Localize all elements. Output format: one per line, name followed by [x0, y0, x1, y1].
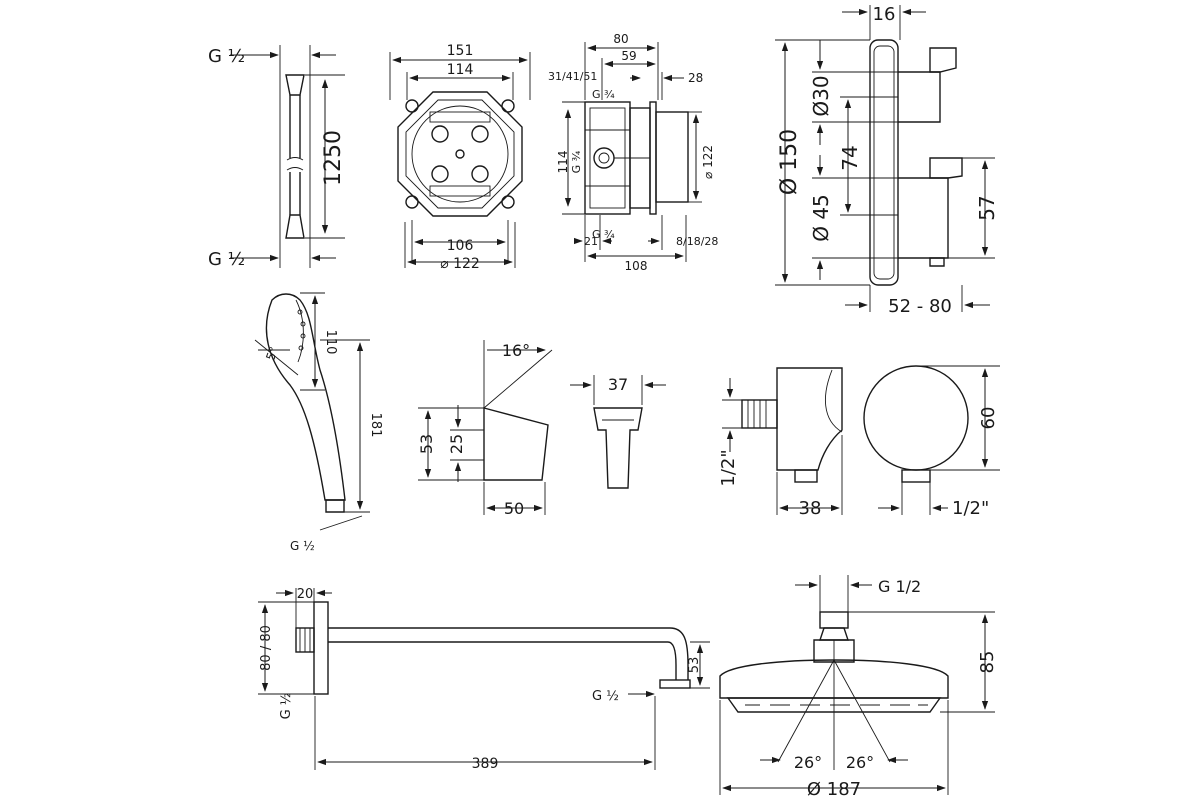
- arm-flange-label: 20: [297, 587, 314, 602]
- knob-spacing-label: 74: [838, 145, 862, 170]
- hose-thread-top-label: G ½: [208, 46, 245, 67]
- elbow-thread-right-label: 1/2": [952, 498, 989, 519]
- holder-depth-label: 50: [504, 499, 524, 518]
- hand-angle-label: 5°: [263, 345, 281, 363]
- hand-shower: 5° 110 181 G ½: [254, 292, 383, 553]
- elbow-depth-label: 38: [799, 498, 822, 519]
- arm-thread-right-label: G ½: [592, 689, 619, 704]
- wall-holder-side: 16° 53 25 50: [417, 340, 553, 518]
- mixer-body-front: 151 114 106 ⌀ 122: [389, 43, 531, 272]
- side-depth-inner-label: 59: [621, 49, 636, 63]
- mixer-body-side: 80 59 31/41/51 28 G ¾ G ¾ 114 G ¾ ⌀ 122 …: [548, 32, 718, 273]
- head-diameter-label: Ø 187: [807, 779, 861, 800]
- wall-elbow: 1/2" 38 60 1/2": [718, 365, 1000, 519]
- side-height-label: 114: [556, 151, 570, 174]
- head-thread-label: G 1/2: [878, 577, 921, 596]
- plate-projection-label: 52 - 80: [888, 296, 952, 317]
- head-angle-left-label: 26°: [794, 753, 822, 772]
- knob-height-label: 57: [975, 195, 999, 220]
- holder-angle-label: 16°: [502, 341, 530, 360]
- arm-drop-label: 53: [687, 657, 702, 674]
- side-bottom-left-label: 21: [584, 235, 598, 248]
- body-base-width-label: 106: [447, 238, 474, 254]
- elbow-thread-left-label: 1/2": [718, 449, 739, 486]
- side-bottom-total-label: 108: [625, 259, 648, 273]
- body-outer-width-label: 151: [447, 43, 474, 59]
- arm-length-label: 389: [472, 756, 499, 772]
- knob-bottom-diameter-label: Ø 45: [809, 194, 833, 242]
- hose-length-label: 1250: [321, 130, 346, 186]
- plate-diameter-label: Ø 150: [777, 129, 802, 195]
- holder-front-width-label: 37: [608, 375, 628, 394]
- side-diameter-label: ⌀ 122: [701, 145, 715, 179]
- head-height-label: 85: [977, 651, 998, 674]
- thermostat-plate: 16 Ø 150 Ø30 74 Ø 45 57 52 - 80: [775, 4, 999, 317]
- elbow-height-label: 60: [978, 407, 999, 430]
- side-options-label: 31/41/51: [548, 70, 597, 83]
- side-thread-side-label: G ¾: [570, 150, 583, 173]
- arm-thread-left-label: G ½: [279, 693, 294, 720]
- head-angle-right-label: 26°: [846, 753, 874, 772]
- knob-top-diameter-label: Ø30: [809, 75, 833, 116]
- side-thread-bottom-label: G ¾: [592, 228, 615, 241]
- body-diameter-label: ⌀ 122: [440, 256, 480, 272]
- plate-thickness-label: 16: [873, 4, 896, 25]
- hand-thread-label: G ½: [290, 539, 315, 553]
- body-inner-width-label: 114: [447, 62, 474, 78]
- arm-rosette-label: 80 / 80: [259, 625, 274, 671]
- side-offset-right-label: 28: [688, 71, 703, 85]
- wall-holder-front: 37: [570, 375, 666, 489]
- holder-mid-label: 25: [447, 434, 466, 454]
- hand-length-label: 181: [368, 413, 383, 438]
- shower-arm: 20 80 / 80 G ½ G ½ 53 389: [258, 587, 710, 772]
- hose-thread-bottom-label: G ½: [208, 249, 245, 270]
- holder-height-label: 53: [417, 434, 436, 454]
- hand-head-label: 110: [323, 330, 338, 355]
- side-depth-total-label: 80: [613, 32, 628, 46]
- overhead-shower: G 1/2 85 26° 26° Ø 187: [719, 575, 998, 800]
- side-thread-top-label: G ¾: [592, 88, 615, 101]
- side-bottom-right-label: 8/18/28: [676, 235, 718, 248]
- shower-hose: G ½ G ½ 1250: [208, 45, 346, 270]
